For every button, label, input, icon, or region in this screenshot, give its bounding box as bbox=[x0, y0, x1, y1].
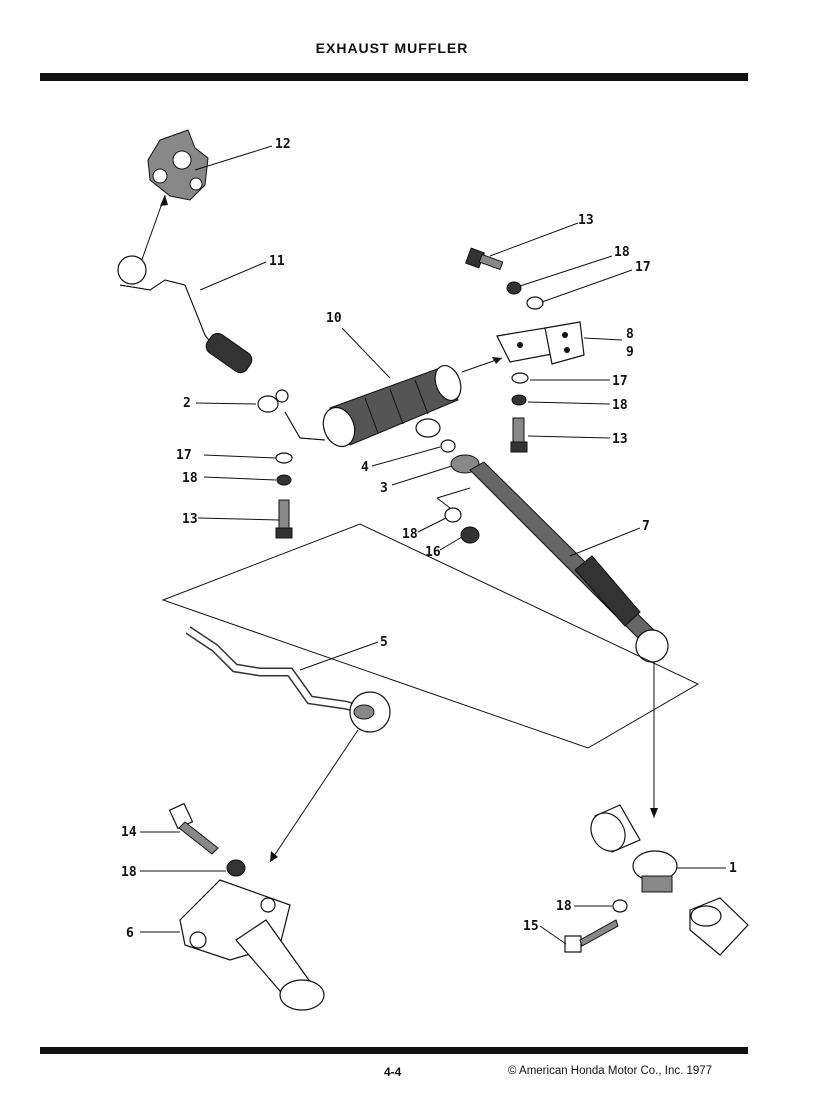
part-1-clamp bbox=[564, 804, 749, 956]
left-fastener-stack bbox=[275, 452, 293, 539]
callout-13-right: 13 bbox=[612, 432, 628, 447]
callout-2: 2 bbox=[183, 396, 191, 411]
callout-1: 1 bbox=[729, 861, 737, 876]
callout-3: 3 bbox=[380, 481, 388, 496]
callout-9: 9 bbox=[626, 345, 634, 360]
callout-17-left: 17 bbox=[176, 448, 192, 463]
part-16-18-nut bbox=[436, 487, 480, 544]
callout-18-lower: 18 bbox=[121, 865, 137, 880]
footer-rule bbox=[40, 1047, 748, 1054]
part-10-muffler bbox=[284, 364, 462, 448]
lower-right-fastener-stack bbox=[510, 372, 529, 453]
callout-15: 15 bbox=[523, 919, 539, 934]
part-2-clamp bbox=[257, 389, 289, 413]
callout-18-top: 18 bbox=[614, 245, 630, 260]
callout-11: 11 bbox=[269, 254, 285, 269]
callout-12: 12 bbox=[275, 137, 291, 152]
callout-17-right: 17 bbox=[612, 374, 628, 389]
callout-8: 8 bbox=[626, 327, 634, 342]
part-5-exhaust-pipe bbox=[185, 626, 391, 733]
callout-5: 5 bbox=[380, 635, 388, 650]
callout-14: 14 bbox=[121, 825, 137, 840]
part-6-joint-flange bbox=[179, 859, 325, 1011]
part-11-exhaust-pipe bbox=[117, 255, 253, 374]
callout-4: 4 bbox=[361, 460, 369, 475]
subassembly-frame bbox=[161, 523, 700, 749]
callout-13-top: 13 bbox=[578, 213, 594, 228]
part-14-bolt bbox=[168, 802, 219, 855]
callout-7: 7 bbox=[642, 519, 650, 534]
callout-17-top: 17 bbox=[635, 260, 651, 275]
callout-6: 6 bbox=[126, 926, 134, 941]
page-number: 4-4 bbox=[384, 1065, 402, 1079]
callout-16: 16 bbox=[425, 545, 441, 560]
callout-18-clamp: 18 bbox=[556, 899, 572, 914]
callout-13-left: 13 bbox=[182, 512, 198, 527]
part-7-tail-pipe bbox=[469, 461, 669, 663]
callout-18-nut: 18 bbox=[402, 527, 418, 542]
page-title: EXHAUST MUFFLER bbox=[315, 40, 469, 56]
callout-10: 10 bbox=[326, 311, 342, 326]
callout-18-right: 18 bbox=[612, 398, 628, 413]
part-8-9-bracket bbox=[496, 321, 585, 365]
header-rule bbox=[40, 73, 748, 81]
upper-right-fastener-stack bbox=[465, 247, 544, 310]
callout-18-left: 18 bbox=[182, 471, 198, 486]
part-12-exhaust-flange bbox=[147, 129, 209, 201]
copyright-notice: © American Honda Motor Co., Inc. 1977 bbox=[508, 1065, 713, 1077]
